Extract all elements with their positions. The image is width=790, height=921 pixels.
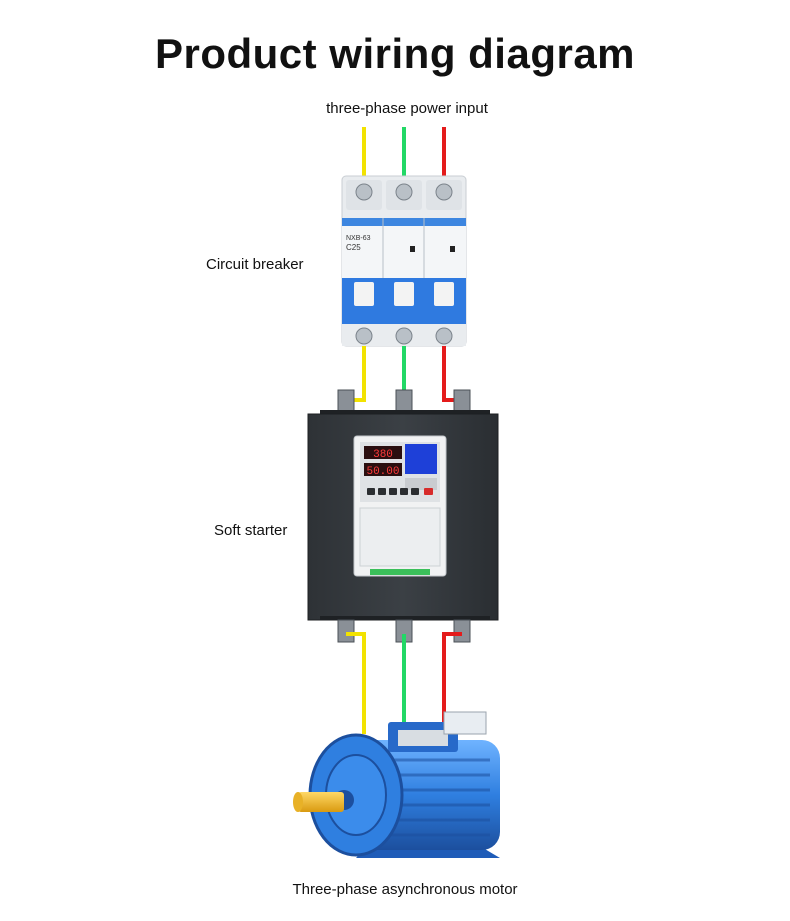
power-input-label: three-phase power input — [326, 100, 488, 117]
circuit-breaker: NXB-63 C25 — [341, 175, 467, 347]
starter-top-terminals — [337, 389, 471, 413]
soft-starter-label: Soft starter — [214, 522, 288, 539]
breaker-bottom-screw — [355, 327, 453, 345]
motor-shaft — [298, 792, 344, 812]
soft-starter: 380 50.00 — [307, 389, 499, 643]
starter-lcd-screen — [405, 444, 437, 474]
starter-terminal-strip — [370, 569, 430, 575]
starter-voltage-readout: 380 — [373, 449, 393, 461]
page-title: Product wiring diagram — [154, 30, 636, 77]
wire-phase-1-output — [346, 632, 366, 734]
starter-keypad — [367, 488, 433, 495]
motor — [293, 711, 500, 858]
starter-frequency-readout: 50.00 — [366, 466, 399, 478]
motor-nameplate — [443, 711, 487, 735]
motor-label: Three-phase asynchronous motor — [292, 881, 518, 898]
breaker-rating: C25 — [346, 243, 361, 252]
wire-phase-3-output — [442, 632, 462, 730]
breaker-model: NXB-63 — [346, 235, 371, 242]
circuit-breaker-label: Circuit breaker — [206, 256, 304, 273]
starter-to-motor-wires — [346, 632, 462, 734]
starter-bottom-terminals — [337, 619, 471, 643]
breaker-top-screw — [355, 183, 453, 201]
